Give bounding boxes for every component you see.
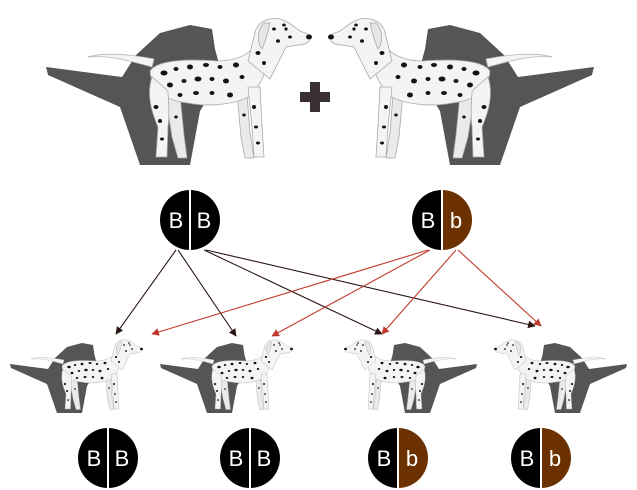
offspring-2-genotype-left-half <box>220 428 250 488</box>
offspring-2-genotype-allele-right: B <box>257 446 272 471</box>
plus-icon <box>300 82 330 112</box>
offspring-4-genotype-right-half <box>541 428 571 488</box>
parent-right-genotype-allele-left: B <box>421 208 436 233</box>
arrow-black-3 <box>203 249 383 335</box>
offspring-1-genotype-allele-left: B <box>87 446 102 471</box>
parent-left-genotype-left-half <box>160 190 190 250</box>
offspring-4-genotype-left-half <box>511 428 541 488</box>
parent-left-genotype-right-half <box>190 190 220 250</box>
arrow-red-7 <box>381 249 457 335</box>
parent-dog-right-icon <box>327 17 595 165</box>
arrow-black-1 <box>115 249 177 335</box>
puppy-4-icon <box>493 339 628 413</box>
parent-right-genotype-left-half <box>412 190 442 250</box>
offspring-1-genotype-left-half <box>78 428 108 488</box>
parent-right-genotype-allele-right: b <box>450 208 462 233</box>
offspring-2-genotype-right-half <box>250 428 280 488</box>
puppy-3-icon <box>343 339 478 413</box>
parent-dog-left-icon <box>45 17 313 165</box>
arrow-red-8 <box>457 249 542 327</box>
arrow-red-5 <box>151 249 429 336</box>
puppy-2-icon <box>159 339 294 413</box>
arrow-black-4 <box>205 249 536 329</box>
arrow-red-6 <box>271 249 431 337</box>
offspring-3-genotype-right-half <box>398 428 428 488</box>
offspring-1-genotype-allele-right: B <box>115 446 130 471</box>
parent-left-genotype-allele-right: B <box>197 208 212 233</box>
arrow-black-2 <box>177 249 237 337</box>
offspring-4-genotype-allele-left: B <box>520 446 535 471</box>
offspring-3-genotype-left-half <box>368 428 398 488</box>
offspring-3-genotype-allele-left: B <box>377 446 392 471</box>
puppy-1-icon <box>9 339 144 413</box>
parent-left-genotype-allele-left: B <box>169 208 184 233</box>
parent-right-genotype-right-half <box>442 190 472 250</box>
offspring-3-genotype-allele-right: b <box>406 446 418 471</box>
inheritance-arrows <box>115 249 542 337</box>
offspring-4-genotype-allele-right: b <box>549 446 561 471</box>
offspring-1-genotype-right-half <box>108 428 138 488</box>
offspring-2-genotype-allele-left: B <box>229 446 244 471</box>
